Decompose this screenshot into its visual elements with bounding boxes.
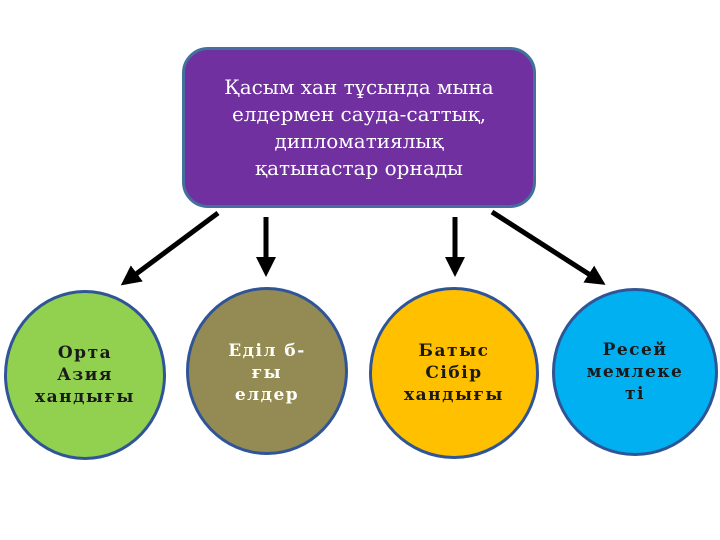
node-batys-sibir: Батыс Сібір хандығы bbox=[369, 287, 539, 459]
node-label: Азия bbox=[57, 365, 113, 385]
node-edil: Еділ б- ғы елдер bbox=[186, 287, 348, 455]
node-label: Орта bbox=[57, 343, 113, 363]
node-label: Ресей bbox=[602, 340, 668, 360]
node-resei: Ресей мемлеке ті bbox=[552, 288, 718, 456]
node-label: Еділ б- bbox=[228, 341, 306, 361]
title-line: Қасым хан тұсында мына bbox=[224, 74, 494, 99]
node-orta-azia: Орта Азия хандығы bbox=[4, 290, 166, 460]
arrow-to-resei bbox=[490, 209, 606, 285]
title-line: елдермен сауда-саттық, bbox=[231, 101, 487, 126]
node-label: ті bbox=[625, 384, 645, 404]
title-line: дипломатиялық bbox=[274, 128, 444, 153]
node-label: хандығы bbox=[35, 387, 135, 407]
title-text: Қасым хан тұсында мына елдермен сауда-са… bbox=[224, 74, 493, 182]
node-label: ғы bbox=[251, 363, 283, 383]
arrow-to-orta-azia bbox=[120, 210, 220, 286]
title-line: қатынастар орнады bbox=[255, 155, 463, 180]
node-label: хандығы bbox=[404, 385, 504, 405]
title-box: Қасым хан тұсында мына елдермен сауда-са… bbox=[182, 47, 536, 208]
node-label: Сібір bbox=[425, 363, 483, 383]
node-label: елдер bbox=[234, 385, 300, 405]
node-label: мемлеке bbox=[586, 362, 684, 382]
node-label: Батыс bbox=[418, 341, 490, 361]
